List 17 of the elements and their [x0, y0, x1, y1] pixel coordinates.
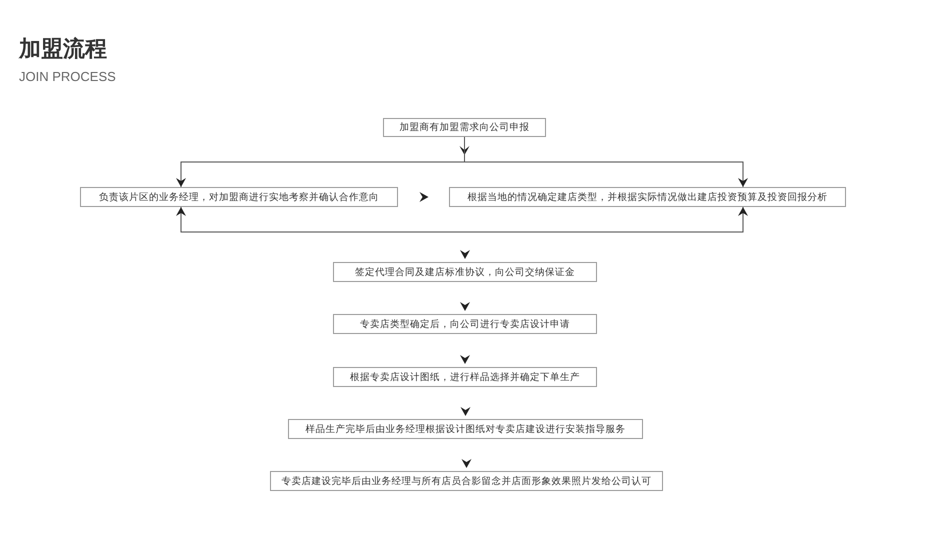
chevron-arrow: [420, 192, 428, 202]
process-box: 负责该片区的业务经理，对加盟商进行实地考察并确认合作意向: [80, 187, 398, 207]
chevron-arrow: [460, 355, 470, 364]
process-box: 样品生产完毕后由业务经理根据设计图纸对专卖店建设进行安装指导服务: [288, 419, 643, 439]
chevron-arrow: [460, 302, 470, 311]
process-box: 签定代理合同及建店标准协议，向公司交纳保证金: [333, 262, 597, 282]
subtitle: JOIN PROCESS: [19, 69, 116, 85]
chevron-arrow: [462, 459, 472, 468]
chevron-arrow: [460, 407, 470, 416]
chevron-arrow: [460, 250, 470, 259]
process-box: 根据专卖店设计图纸，进行样品选择并确定下单生产: [333, 367, 597, 387]
process-box: 加盟商有加盟需求向公司申报: [383, 118, 546, 137]
process-box: 专卖店建设完毕后由业务经理与所有店员合影留念并店面形象效果照片发给公司认可: [270, 471, 663, 491]
loop-arrow: [176, 206, 748, 232]
process-box: 根据当地的情况确定建店类型，并根据实际情况做出建店投资预算及投资回报分析: [449, 187, 846, 207]
process-box: 专卖店类型确定后，向公司进行专卖店设计申请: [333, 314, 597, 334]
title: 加盟流程: [19, 36, 107, 64]
